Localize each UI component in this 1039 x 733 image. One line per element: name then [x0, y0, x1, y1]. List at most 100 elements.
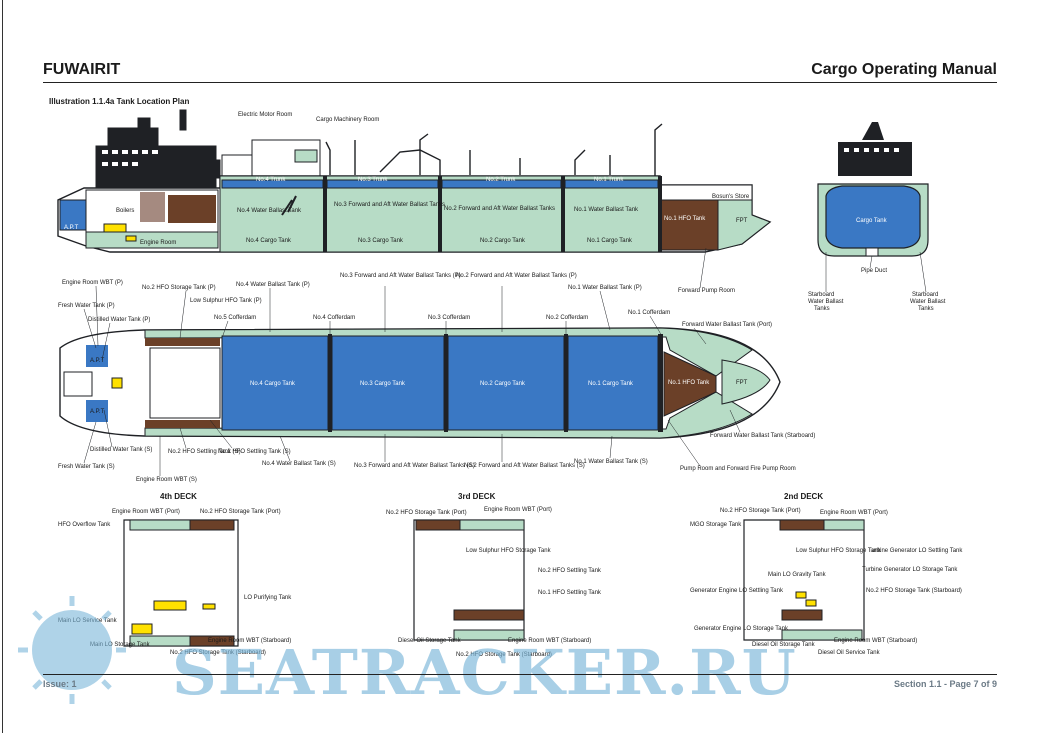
footer-rule [43, 674, 997, 675]
footer-section-page: Section 1.1 - Page 7 of 9 [893, 679, 997, 689]
label-no3-trunk: No.3 Trunk [358, 177, 388, 183]
label-2nd-do-storage: Diesel Oil Storage Tank [752, 642, 816, 648]
label-no2-fa-wbt-p: No.2 Forward and Aft Water Ballast Tanks… [456, 273, 577, 279]
engine-room-double-bottom [85, 231, 219, 249]
deck-3rd-labels: No.2 HFO Storage Tank (Port) Engine Room… [386, 507, 602, 658]
label-2nd-no2-hfo-port: No.2 HFO Storage Tank (Port) [720, 508, 801, 514]
apt-tank [59, 199, 87, 231]
plan-no2-hfo-port [145, 338, 220, 346]
profile-no2-ballast [439, 175, 564, 253]
plan-bottom-labels: Forward Water Ballast Tank (Starboard) F… [58, 433, 815, 483]
midship-section [817, 122, 929, 257]
label-2nd-er-wbt-stbd: Engine Room WBT (Starboard) [834, 638, 917, 644]
label-electric-motor-room: Electric Motor Room [238, 112, 292, 118]
label-2nd-er-wbt-port: Engine Room WBT (Port) [820, 510, 888, 516]
label-4th-er-wbt-stbd: Engine Room WBT (Starboard) [208, 638, 291, 644]
label-2nd-ge-lo-settling: Generator Engine LO Settling Tank [690, 588, 784, 594]
watermark-text: SEATRACKER.RU [172, 636, 797, 709]
plan-view [59, 327, 781, 439]
label-no3-cofferdam: No.3 Cofferdam [428, 315, 470, 321]
label-bosuns-store: Bosun's Store [712, 194, 750, 200]
deck-title-4th: 4th DECK [160, 492, 197, 501]
label-profile-no1-ballast: No.1 Water Ballast Tank [574, 207, 639, 213]
plan-fpt [721, 359, 771, 405]
deck-4th [123, 519, 239, 647]
label-2nd-main-lo-gravity: Main LO Gravity Tank [768, 572, 827, 578]
footer-issue: Issue: 1 [43, 679, 77, 689]
label-3rd-no2-hfo-port: No.2 HFO Storage Tank (Port) [386, 510, 467, 516]
deck-title-3rd: 3rd DECK [458, 492, 496, 501]
label-3rd-do-storage: Diesel Oil Storage Tank [398, 638, 462, 644]
plan-top-labels: Engine Room WBT (P) No.2 HFO Storage Tan… [58, 273, 772, 328]
label-3rd-no2-hfo-settling: No.2 HFO Settling Tank [538, 568, 602, 574]
label-profile-fpt: FPT [736, 218, 748, 224]
label-forward-pump-room: Forward Pump Room [678, 288, 735, 294]
label-no1-hfo-settling-s: No.1 HFO Settling Tank (S) [218, 449, 291, 455]
label-no3-fa-wbt-s: No.3 Forward and Aft Water Ballast Tanks… [354, 463, 475, 469]
plan-port-ballast-strip [144, 327, 753, 377]
label-plan-no2-cargo: No.2 Cargo Tank [480, 381, 526, 387]
label-3rd-er-wbt-port: Engine Room WBT (Port) [484, 507, 552, 513]
label-plan-no4-cargo: No.4 Cargo Tank [250, 381, 296, 387]
label-4th-er-wbt-port: Engine Room WBT (Port) [112, 509, 180, 515]
plan-no2-cargo-tank [447, 335, 565, 431]
deck-2nd [743, 519, 865, 641]
illustration-title: Illustration 1.1.4a Tank Location Plan [49, 97, 190, 106]
label-2nd-no2-hfo-stbd: No.2 HFO Storage Tank (Starboard) [866, 588, 962, 594]
boiler-casing [140, 192, 165, 222]
profile-no4-ballast [219, 175, 326, 253]
label-2nd-ge-lo-storage: Generator Engine LO Storage Tank [694, 626, 789, 632]
section-superstructure [838, 142, 912, 176]
deck-2nd-labels: No.2 HFO Storage Tank (Port) Engine Room… [690, 508, 963, 656]
page-left-rule [2, 0, 3, 733]
header-manual-title: Cargo Operating Manual [811, 61, 997, 78]
aft-hfo-tank [168, 195, 216, 223]
label-3rd-ls-hfo-storage: Low Sulphur HFO Storage Tank [466, 548, 552, 554]
label-boilers: Boilers [116, 208, 134, 214]
profile-no1-hfo-tank [659, 199, 719, 251]
label-3rd-no1-hfo-settling: No.1 HFO Settling Tank [538, 590, 602, 596]
section-pipe-duct [865, 247, 879, 257]
plan-fresh-water-s [86, 400, 108, 422]
plan-no4-cargo-tank [221, 335, 329, 431]
label-no3-fa-wbt-p: No.3 Forward and Aft Water Ballast Tanks… [340, 273, 461, 279]
label-er-wbt-p: Engine Room WBT (P) [62, 280, 123, 286]
label-low-sulphur-hfo-p: Low Sulphur HFO Tank (P) [190, 298, 262, 304]
label-distilled-water-s: Distilled Water Tank (S) [90, 447, 152, 453]
label-4th-main-lo-storage: Main LO Storage Tank [90, 642, 151, 648]
label-pipe-duct: Pipe Duct [861, 268, 887, 274]
plan-no3-cargo-tank [331, 335, 445, 431]
plan-fresh-water-p [86, 345, 108, 367]
label-plan-fpt: FPT [736, 380, 748, 386]
label-profile-no3-cargo: No.3 Cargo Tank [358, 238, 404, 244]
profile-view [57, 109, 772, 253]
watermark-sun-icon [32, 610, 112, 690]
label-plan-no1-cargo: No.1 Cargo Tank [588, 381, 634, 387]
deck-3rd [413, 519, 525, 641]
label-2nd-do-service: Diesel Oil Service Tank [818, 650, 881, 656]
label-no1-cofferdam: No.1 Cofferdam [628, 310, 670, 316]
label-section-cargo-tank: Cargo Tank [856, 218, 888, 224]
header-rule [43, 82, 997, 83]
label-plan-apt-stbd: A.P.T [90, 409, 105, 415]
bridge-superstructure [107, 127, 159, 147]
label-no5-cofferdam: No.5 Cofferdam [214, 315, 256, 321]
section-cargo-tank [825, 185, 921, 249]
label-profile-no3-ballast: No.3 Forward and Aft Water Ballast Tanks [334, 202, 445, 208]
label-4th-hfo-overflow: HFO Overflow Tank [58, 522, 111, 528]
label-3rd-no2-hfo-stbd: No.2 HFO Storage Tank (Starboard) [456, 652, 552, 658]
label-no1-wbt-p: No.1 Water Ballast Tank (P) [568, 285, 642, 291]
label-3rd-er-wbt-stbd: Engine Room WBT (Starboard) [508, 638, 591, 644]
label-2nd-tg-lo-storage: Turbine Generator LO Storage Tank [862, 567, 958, 573]
label-no2-fa-wbt-s: No.2 Forward and Aft Water Ballast Tanks… [464, 463, 585, 469]
label-distilled-water-p: Distilled Water Tank (P) [88, 317, 150, 323]
label-pump-room: Pump Room and Forward Fire Pump Room [680, 466, 796, 472]
watermark: SEATRACKER.RU [18, 596, 797, 709]
label-4th-no2-hfo-port: No.2 HFO Storage Tank (Port) [200, 509, 281, 515]
plan-engine-room [149, 347, 221, 419]
label-profile-no4-ballast: No.4 Water Ballast Tank [237, 208, 302, 214]
label-profile-no2-cargo: No.2 Cargo Tank [480, 238, 526, 244]
label-no1-trunk: No.1 Trunk [594, 177, 624, 183]
